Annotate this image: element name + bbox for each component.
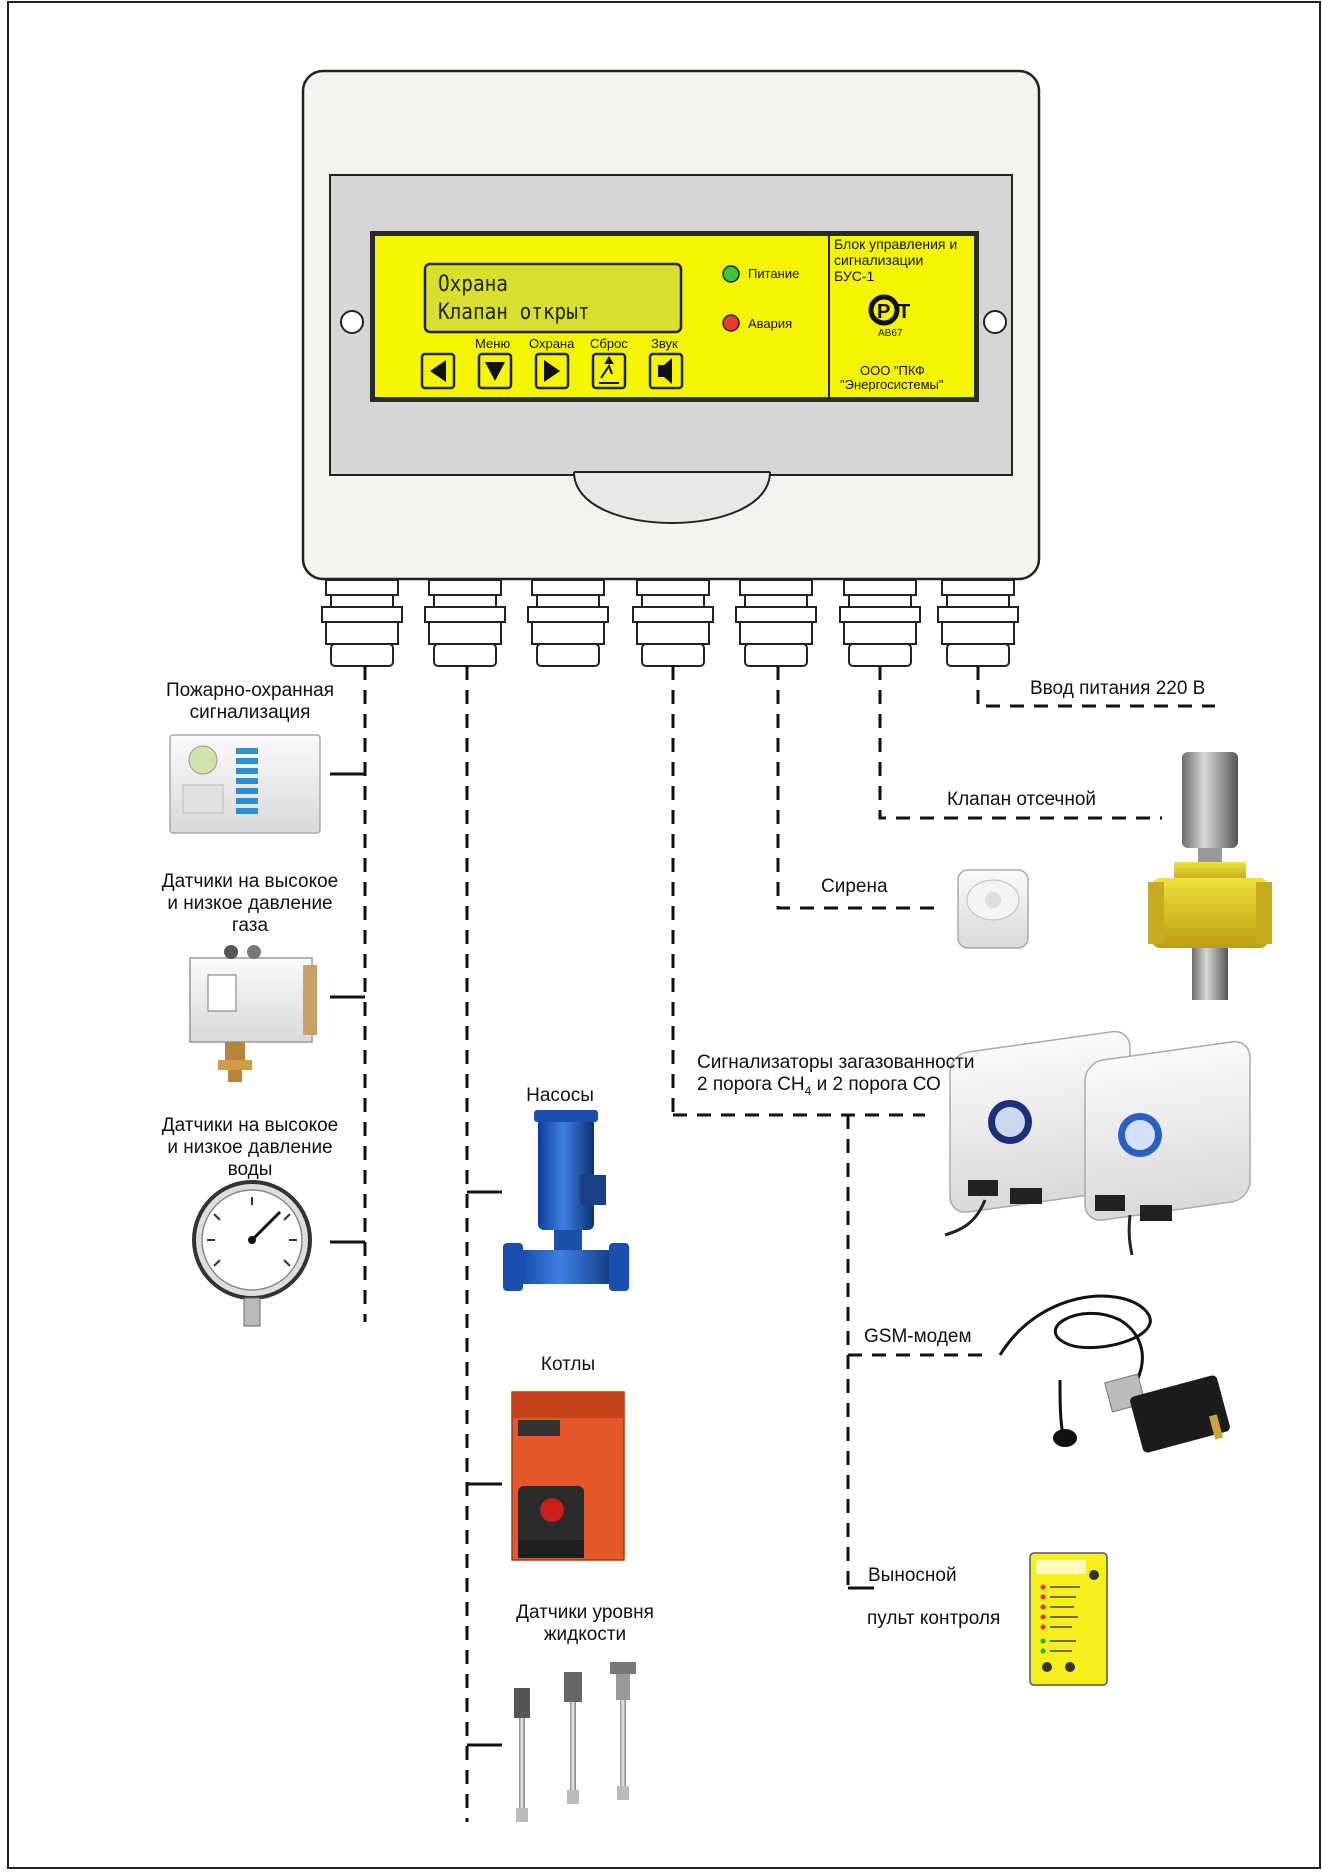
level-sensors-image: [514, 1662, 636, 1822]
guard-button-label: Охрана: [529, 336, 575, 351]
siren-label: Сирена: [821, 876, 888, 897]
wire-valve: [878, 666, 1162, 820]
left-button[interactable]: [420, 352, 456, 390]
cable-gland-5: [735, 579, 817, 667]
power-led-label: Питание: [748, 266, 800, 281]
gsm-modem-label: GSM-модем: [864, 1326, 972, 1347]
unit-title-3: БУС-1: [834, 268, 875, 284]
water-pressure-gauge-image: [192, 1180, 312, 1327]
cert-mark-code: АВ67: [878, 328, 903, 339]
alarm-led: [722, 314, 740, 332]
shutoff-valve-label: Клапан отсечной: [947, 789, 1096, 810]
cable-gland-2: [424, 579, 506, 667]
tees: [330, 772, 874, 1747]
boiler-image: [511, 1391, 625, 1561]
alarm-led-label: Авария: [748, 316, 793, 331]
reset-button-label: Сброс: [590, 336, 628, 351]
menu-button-label: Меню: [475, 336, 511, 351]
display-line-2: Клапан открыт: [438, 300, 590, 325]
level-sensor-2: [564, 1672, 582, 1804]
cable-glands: [321, 579, 1019, 667]
unit-title-2: сигнализации: [834, 252, 924, 268]
pumps-label: Насосы: [526, 1085, 594, 1106]
gsm-modem-image: [998, 1294, 1230, 1453]
rst-certification-icon: Р Т: [868, 294, 910, 326]
remote-panel-label-2: пульт контроля: [867, 1608, 1001, 1629]
front-panel: Р Т: [370, 231, 979, 402]
cable-gland-1: [321, 579, 403, 667]
svg-text:Р: Р: [877, 301, 890, 323]
menu-button[interactable]: [477, 352, 513, 390]
left-arrow-icon: [430, 360, 446, 382]
fire-alarm-panel-image: [169, 734, 321, 834]
right-arrow-icon: [544, 360, 560, 382]
unit-title-1: Блок управления и: [834, 236, 958, 252]
cable-gland-3: [527, 579, 609, 667]
level-sensor-1: [514, 1688, 530, 1822]
reset-icon: [599, 356, 619, 384]
level-sensor-3: [610, 1662, 636, 1800]
svg-text:Т: Т: [898, 301, 910, 323]
down-arrow-icon: [485, 362, 505, 381]
sound-button[interactable]: [648, 352, 684, 390]
page-frame: [7, 1, 1321, 1869]
shutoff-valve-image: [1148, 752, 1272, 1000]
gas-detectors-label: Сигнализаторы загазованности 2 порога СН…: [697, 1052, 975, 1098]
display-line-1: Охрана: [438, 272, 508, 297]
pump-image: [503, 1110, 629, 1291]
power-led: [722, 265, 740, 283]
gas-pressure-switch-image: [189, 945, 317, 1082]
maker-line-2: "Энергосистемы": [840, 377, 944, 392]
lcd-display: [423, 262, 683, 334]
maker-line-1: ООО "ПКФ: [860, 363, 925, 378]
power-input-label: Ввод питания 220 В: [1030, 678, 1206, 699]
cable-gland-6: [839, 579, 921, 667]
speaker-icon: [658, 358, 672, 384]
sound-button-label: Звук: [651, 336, 678, 351]
wire-siren: [776, 666, 940, 910]
wire-power: [976, 666, 1215, 708]
remote-panel-label-1: Выносной: [868, 1565, 957, 1586]
gas-detector-2-image: [1084, 1040, 1251, 1256]
cable-gland-4: [632, 579, 714, 667]
guard-button[interactable]: [534, 352, 570, 390]
cable-gland-7: [937, 579, 1019, 667]
reset-button[interactable]: [591, 352, 627, 390]
boilers-label: Котлы: [540, 1354, 596, 1375]
siren-image: [957, 869, 1029, 949]
remote-panel-image: [1029, 1552, 1108, 1686]
